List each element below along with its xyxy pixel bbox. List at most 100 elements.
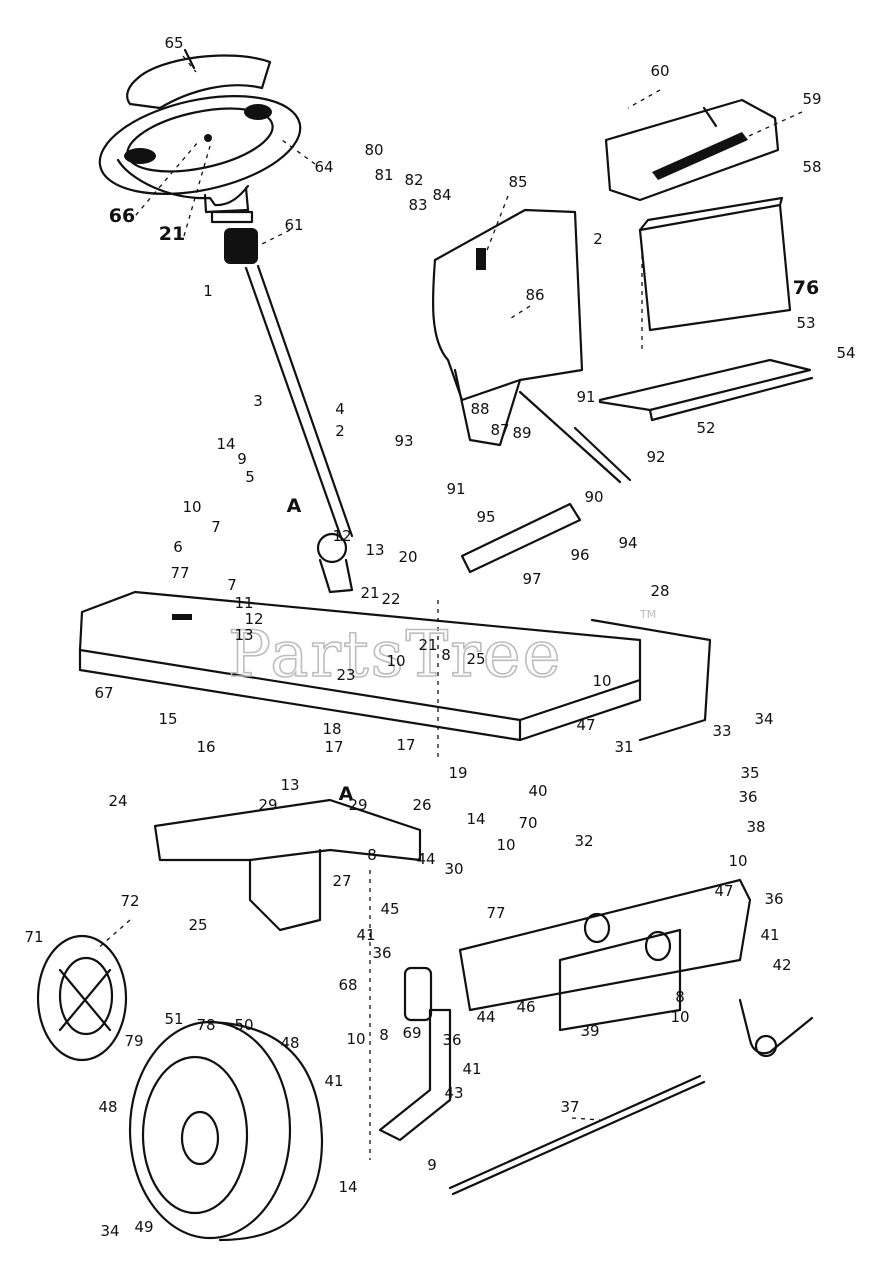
part-callout: 35 [740, 764, 759, 782]
part-callout: 58 [802, 158, 821, 176]
part-callout: 80 [364, 141, 383, 159]
part-callout: 29 [348, 796, 367, 814]
part-callout: 11 [234, 594, 253, 612]
part-callout: 34 [754, 710, 773, 728]
part-callout: 8 [441, 646, 451, 664]
part-callout: 14 [338, 1178, 357, 1196]
part-callout: 9 [237, 450, 247, 468]
part-callout: 44 [416, 850, 435, 868]
part-callout: 51 [164, 1010, 183, 1028]
part-callout: 7 [211, 518, 221, 536]
part-callout: A [339, 783, 354, 805]
part-callout: 60 [650, 62, 669, 80]
part-callout: 78 [196, 1016, 215, 1034]
part-callout: 47 [714, 882, 733, 900]
part-callout: 91 [446, 480, 465, 498]
spindle-left-part [378, 966, 452, 1142]
part-callout: 36 [442, 1031, 461, 1049]
part-callout: 8 [675, 988, 685, 1006]
part-callout: 49 [134, 1218, 153, 1236]
part-callout: 20 [398, 548, 417, 566]
part-callout: 12 [244, 610, 263, 628]
part-callout: 14 [466, 810, 485, 828]
part-callout: 52 [696, 419, 715, 437]
part-callout: 29 [258, 796, 277, 814]
part-callout: 96 [570, 546, 589, 564]
part-callout: 8 [379, 1026, 389, 1044]
part-callout: 67 [94, 684, 113, 702]
part-callout: 61 [284, 216, 303, 234]
part-callout: 87 [490, 421, 509, 439]
part-callout: 41 [356, 926, 375, 944]
part-callout: 8 [367, 846, 377, 864]
part-callout: 59 [802, 90, 821, 108]
part-callout: 13 [365, 541, 384, 559]
part-callout: 43 [444, 1084, 463, 1102]
part-callout: 83 [408, 196, 427, 214]
part-callout: 82 [404, 171, 423, 189]
part-callout: 10 [728, 852, 747, 870]
hood-part [604, 98, 780, 202]
leader-lines [95, 55, 803, 1160]
part-callout: 3 [253, 392, 263, 410]
part-callout: 33 [712, 722, 731, 740]
part-callout: 10 [592, 672, 611, 690]
part-callout: 34 [100, 1222, 119, 1240]
battery-part [638, 196, 792, 332]
part-callout: 25 [466, 650, 485, 668]
part-callout: 27 [332, 872, 351, 890]
part-callout: 24 [108, 792, 127, 810]
part-callout: 48 [98, 1098, 117, 1116]
part-callout: 31 [614, 738, 633, 756]
part-callout: 91 [576, 388, 595, 406]
spindle-right-part [738, 998, 814, 1058]
part-callout: 14 [216, 435, 235, 453]
part-callout: 10 [386, 652, 405, 670]
front-axle-part [458, 878, 752, 1032]
part-callout: 72 [120, 892, 139, 910]
part-callout: 15 [158, 710, 177, 728]
part-callout: 13 [234, 626, 253, 644]
part-callout: 2 [593, 230, 603, 248]
part-callout: 1 [203, 282, 213, 300]
part-callout: 86 [525, 286, 544, 304]
part-callout: 95 [476, 508, 495, 526]
watermark-trademark: TM [639, 608, 656, 621]
part-callout: 88 [470, 400, 489, 418]
part-callout: 93 [394, 432, 413, 450]
part-callout: 4 [335, 400, 345, 418]
battery-tray-part [598, 358, 814, 422]
hubcap-part [36, 934, 128, 1062]
part-callout: 50 [234, 1016, 253, 1034]
part-callout: 85 [508, 173, 527, 191]
part-callout: 53 [796, 314, 815, 332]
part-callout: 84 [432, 186, 451, 204]
part-callout: A [287, 495, 302, 517]
part-callout: 71 [24, 928, 43, 946]
part-callout: 46 [516, 998, 535, 1016]
frame-part [78, 590, 712, 742]
part-callout: 36 [372, 944, 391, 962]
part-callout: 7 [227, 576, 237, 594]
part-callout: 21 [418, 636, 437, 654]
part-callout: 92 [646, 448, 665, 466]
part-callout: 42 [772, 956, 791, 974]
part-callout: 45 [380, 900, 399, 918]
part-callout: 10 [346, 1030, 365, 1048]
steering-cap-part [126, 48, 272, 110]
part-callout: 32 [574, 832, 593, 850]
part-callout: 64 [314, 158, 333, 176]
part-callout: 89 [512, 424, 531, 442]
part-callout: 22 [381, 590, 400, 608]
part-callout: 9 [427, 1156, 437, 1174]
part-callout: 17 [396, 736, 415, 754]
part-callout: 65 [164, 34, 183, 52]
part-callout: 10 [670, 1008, 689, 1026]
part-callout: 39 [580, 1022, 599, 1040]
part-callout: 69 [402, 1024, 421, 1042]
part-callout: 90 [584, 488, 603, 506]
part-callout: 2 [335, 422, 345, 440]
part-callout: 70 [518, 814, 537, 832]
